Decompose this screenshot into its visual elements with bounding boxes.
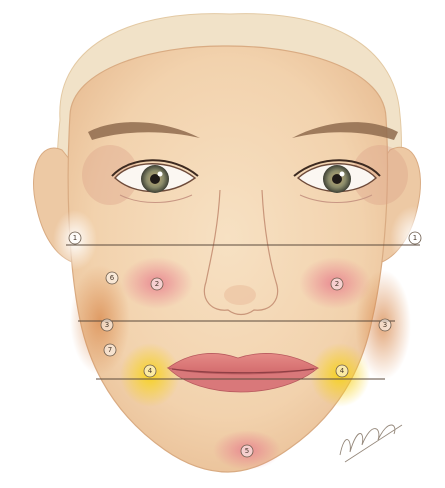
svg-text:6: 6 bbox=[110, 274, 115, 282]
svg-text:4: 4 bbox=[340, 367, 345, 375]
zone3-left-contour bbox=[70, 265, 130, 375]
marker-2-right: 2 bbox=[331, 278, 343, 290]
marker-3-right: 3 bbox=[379, 319, 391, 331]
marker-7: 7 bbox=[104, 344, 116, 356]
svg-text:3: 3 bbox=[105, 321, 109, 329]
svg-text:1: 1 bbox=[413, 234, 417, 242]
marker-1-left: 1 bbox=[69, 232, 81, 244]
svg-text:2: 2 bbox=[335, 280, 339, 288]
svg-text:2: 2 bbox=[155, 280, 159, 288]
nose-tip bbox=[224, 285, 256, 305]
svg-text:7: 7 bbox=[108, 346, 112, 354]
svg-text:3: 3 bbox=[383, 321, 387, 329]
marker-4-right: 4 bbox=[336, 365, 348, 377]
marker-4-left: 4 bbox=[144, 365, 156, 377]
marker-1-right: 1 bbox=[409, 232, 421, 244]
marker-3-left: 3 bbox=[101, 319, 113, 331]
artist-signature bbox=[340, 425, 402, 462]
marker-5: 5 bbox=[241, 445, 253, 457]
marker-6: 6 bbox=[106, 272, 118, 284]
marker-2-left: 2 bbox=[151, 278, 163, 290]
svg-text:1: 1 bbox=[73, 234, 77, 242]
svg-text:4: 4 bbox=[148, 367, 153, 375]
svg-text:5: 5 bbox=[245, 447, 249, 455]
